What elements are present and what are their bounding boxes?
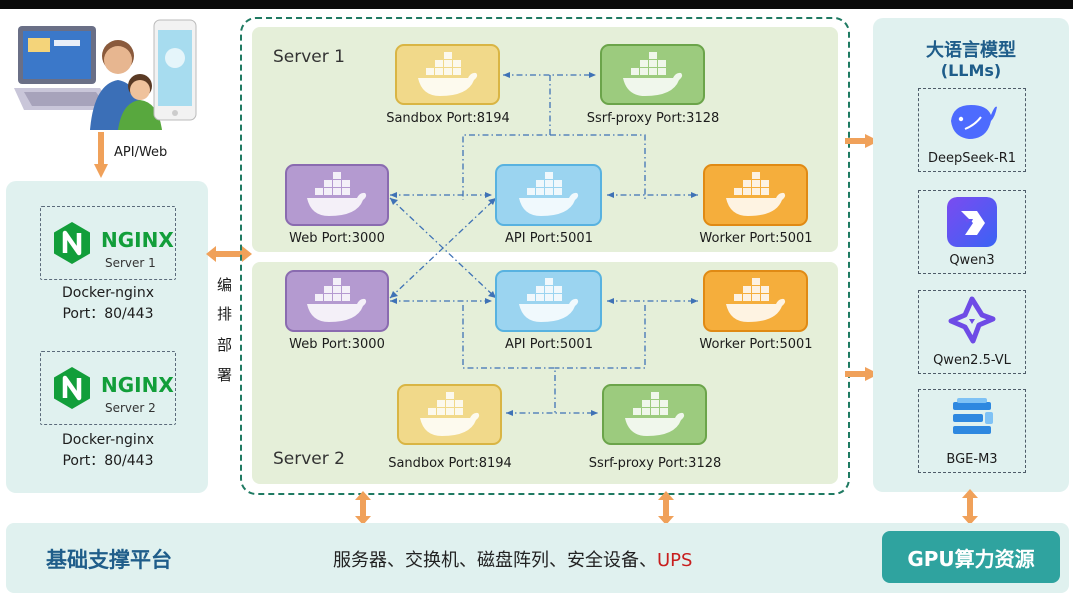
server1-title: Server 1	[273, 47, 345, 67]
worker-container-s2[interactable]	[703, 270, 808, 332]
worker-label-s2: Worker Port:5001	[699, 337, 813, 352]
nginx-brand: NGINX	[101, 373, 174, 397]
nginx-panel	[6, 181, 208, 493]
top-border	[0, 0, 1073, 9]
api-container-s2[interactable]	[495, 270, 602, 332]
docker-whale-icon	[307, 278, 367, 322]
platform-items-text: 服务器、交换机、磁盘阵列、安全设备、	[333, 550, 657, 571]
docker-whale-icon	[624, 391, 684, 436]
ssrf-label-s2: Ssrf-proxy Port:3128	[588, 456, 722, 471]
docker-whale-icon	[419, 391, 479, 436]
llm-title: 大语言模型	[926, 40, 1016, 61]
ssrf-container-s2[interactable]	[602, 384, 707, 445]
sandbox-container-s1[interactable]	[395, 44, 500, 105]
nginx-box-server2: NGINX Server 2	[40, 351, 176, 425]
model-card-qwen25vl[interactable]: Qwen2.5-VL	[918, 290, 1026, 374]
ssrf-label-s1: Ssrf-proxy Port:3128	[586, 111, 720, 126]
model-name: Qwen3	[949, 253, 995, 268]
client-illustration	[14, 18, 199, 130]
platform-items-ups: UPS	[657, 550, 693, 571]
gpu-resources-button[interactable]: GPU算力资源	[882, 531, 1060, 583]
nginx-logo-icon	[54, 367, 90, 409]
bottom-arrow-1	[355, 491, 371, 525]
orchestration-char: 排	[217, 305, 233, 323]
nginx-logo-icon	[54, 222, 90, 264]
docker-whale-icon	[417, 51, 477, 96]
server2-llm-arrow	[845, 366, 879, 381]
model-card-deepseek[interactable]: DeepSeek-R1	[918, 88, 1026, 172]
api-web-arrow	[94, 132, 108, 178]
nginx-box-server1: NGINX Server 1	[40, 206, 176, 280]
llm-subtitle: (LLMs)	[940, 61, 1002, 80]
model-card-bge[interactable]: BGE-M3	[918, 389, 1026, 473]
platform-items: 服务器、交换机、磁盘阵列、安全设备、UPS	[333, 546, 692, 572]
nginx-caption-1b: Port：80/443	[62, 306, 154, 322]
model-name: Qwen2.5-VL	[933, 353, 1011, 368]
model-card-qwen3[interactable]: Qwen3	[918, 190, 1026, 274]
sandbox-label-s1: Sandbox Port:8194	[386, 111, 510, 126]
docker-whale-icon	[307, 172, 367, 216]
orchestration-char: 部	[217, 336, 233, 354]
model-name: BGE-M3	[946, 452, 998, 467]
api-label-s2: API Port:5001	[505, 337, 593, 352]
docker-whale-icon	[518, 172, 578, 216]
platform-title: 基础支撑平台	[46, 548, 172, 572]
api-label-s1: API Port:5001	[505, 231, 593, 246]
web-container-s2[interactable]	[285, 270, 389, 332]
nginx-server-label: Server 2	[105, 401, 156, 415]
nginx-caption-1a: Docker-nginx	[62, 285, 154, 301]
worker-label-s1: Worker Port:5001	[699, 231, 813, 246]
model-name: DeepSeek-R1	[927, 151, 1017, 166]
api-container-s1[interactable]	[495, 164, 602, 226]
api-web-label: API/Web	[114, 145, 168, 160]
qwen-star-icon	[948, 296, 996, 344]
nginx-brand: NGINX	[101, 228, 174, 252]
server1-llm-arrow	[845, 133, 879, 148]
docker-whale-icon	[725, 278, 785, 322]
nginx-caption-2a: Docker-nginx	[62, 432, 154, 448]
server2-title: Server 2	[273, 449, 345, 469]
deepseek-whale-icon	[951, 105, 997, 139]
bottom-arrow-3	[962, 489, 978, 525]
docker-whale-icon	[725, 172, 785, 216]
servers-cluster	[240, 17, 850, 495]
nginx-caption-2b: Port：80/443	[62, 453, 154, 469]
nginx-servers-arrow	[206, 246, 252, 262]
sandbox-container-s2[interactable]	[397, 384, 502, 445]
web-container-s1[interactable]	[285, 164, 389, 226]
bge-cube-icon	[953, 398, 993, 434]
web-label-s2: Web Port:3000	[289, 337, 385, 352]
ssrf-container-s1[interactable]	[600, 44, 705, 105]
worker-container-s1[interactable]	[703, 164, 808, 226]
qwen-icon	[947, 197, 997, 247]
bottom-arrow-2	[658, 491, 674, 525]
orchestration-char: 署	[217, 366, 233, 384]
docker-whale-icon	[518, 278, 578, 322]
sandbox-label-s2: Sandbox Port:8194	[388, 456, 512, 471]
nginx-server-label: Server 1	[105, 256, 156, 270]
docker-whale-icon	[622, 51, 682, 96]
web-label-s1: Web Port:3000	[289, 231, 385, 246]
orchestration-char: 编	[217, 276, 233, 294]
